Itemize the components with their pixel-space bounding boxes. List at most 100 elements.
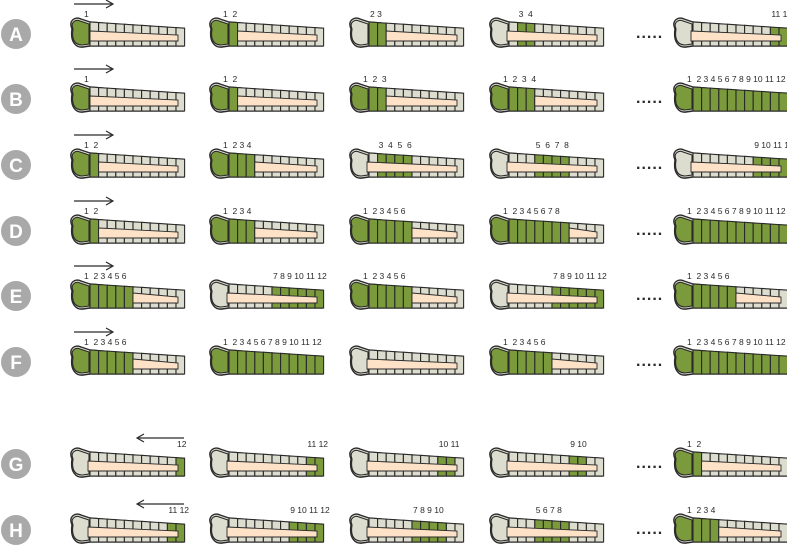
row-c: C1 21 2 3 43 4 5 65 6 7 89 10 11 12..... [1,130,787,180]
chamber-11 [769,91,780,112]
chamber-1 [490,449,509,476]
chamber-4 [385,219,396,244]
row-label: A [9,25,23,46]
limb-skin [89,30,179,42]
limb-skin [226,526,318,538]
row-a: A11 22 33 411 12..... [1,0,787,49]
chamber-1 [490,216,509,243]
limb-skin [254,161,318,173]
limb-skin [237,95,318,107]
row-label: D [9,222,23,243]
limb-skin [366,161,458,173]
leg-sleeve: 1 2 3 4 5 6 7 8 9 10 11 12 [673,337,787,376]
chamber-9 [288,353,299,375]
leg-sleeve: 3 4 5 6 [349,140,465,179]
chamber-3 [377,21,387,47]
chamber-9 [752,353,763,375]
chamber-12 [778,224,787,244]
limb-skin [568,227,598,239]
chamber-4 [245,350,256,375]
limb-skin [385,95,458,107]
chamber-labels: 1 2 3 4 5 6 7 8 9 10 11 12 [687,206,786,216]
chamber-3 [98,349,108,375]
limb-skin [506,30,598,42]
chamber-12 [778,92,787,112]
chamber-3 [701,517,711,543]
row-label: H [9,521,23,542]
leg-sleeve: 1 2 3 4 5 6 [489,337,605,376]
chamber-6 [402,285,413,309]
chamber-5 [534,220,544,244]
chamber-labels: 3 4 5 6 [379,140,412,150]
chamber-8 [744,352,754,375]
chamber-2 [368,21,379,47]
chamber-labels: 1 2 3 [363,74,387,84]
limb-skin [226,460,318,472]
chamber-labels: 1 2 3 4 5 6 [363,206,406,216]
leg-sleeve: 1 2 3 4 5 6 7 8 9 10 11 12 [673,206,787,245]
ellipsis: ..... [636,90,663,107]
chamber-labels: 1 2 [687,439,701,449]
chamber-1 [71,19,90,46]
chamber-1 [490,515,509,542]
chamber-1 [490,84,509,111]
chamber-3 [237,218,247,244]
chamber-1 [71,216,90,243]
leg-sleeve: 1 [70,74,186,113]
row-badge [1,84,31,114]
chamber-2 [89,283,100,309]
leg-sleeve: 7 8 9 10 11 12 [489,271,607,310]
chamber-9 [752,90,763,112]
leg-sleeve: 1 2 3 4 5 6 7 8 9 10 11 12 [673,74,787,113]
leg-sleeve: 1 2 [209,74,325,113]
chamber-5 [534,351,544,375]
chamber-labels: 1 2 3 4 [223,206,252,216]
chamber-labels: 2 3 [370,9,382,19]
chamber-labels: 9 10 11 12 [754,140,787,150]
chamber-6 [726,220,737,244]
chamber-labels: 3 4 [519,9,533,19]
chamber-labels: 11 12 [771,9,787,19]
chamber-1 [674,347,693,374]
chamber-8 [744,89,754,112]
chamber-11 [769,354,780,375]
leg-sleeve: 1 2 3 4 [209,140,325,179]
limb-skin [87,460,179,472]
leg-sleeve: 12 [70,439,187,478]
arrow-head [105,327,115,337]
chamber-4 [709,284,720,309]
chamber-2 [692,349,703,375]
chamber-5 [718,351,728,375]
chamber-labels: 1 2 3 4 5 6 [84,271,127,281]
chamber-labels: 11 12 [307,439,328,449]
leg-sleeve: 3 4 [489,9,605,48]
chamber-2 [508,218,519,244]
chamber-labels: 1 2 3 4 5 6 7 8 [503,206,560,216]
arrow-head [105,64,115,74]
leg-sleeve: 1 2 3 4 5 6 [673,271,787,310]
chamber-6 [726,351,737,375]
chamber-1 [674,84,693,111]
leg-sleeve: 10 11 [349,439,465,478]
leg-sleeve: 1 2 [70,140,186,179]
leg-sleeve: 1 2 3 4 5 6 7 8 [489,206,605,245]
chamber-1 [210,281,229,308]
chamber-labels: 1 2 3 4 5 6 [84,337,127,347]
leg-sleeve: 9 10 11 12 [673,140,787,179]
leg-sleeve: 9 10 11 12 [209,505,330,544]
chamber-10 [297,353,307,375]
chamber-2 [89,152,100,178]
leg-sleeve: 1 2 3 4 [209,206,325,245]
chamber-11 [769,223,780,244]
leg-sleeve: 11 12 [70,505,189,544]
limb-skin [506,460,598,472]
arrow-head [105,261,115,271]
leg-sleeve: 1 2 3 [349,74,465,113]
chamber-1 [674,281,693,308]
chamber-6 [123,351,134,375]
row-badge [1,281,31,311]
chamber-1 [490,19,509,46]
chamber-6 [726,88,737,112]
limb-skin [98,227,179,239]
